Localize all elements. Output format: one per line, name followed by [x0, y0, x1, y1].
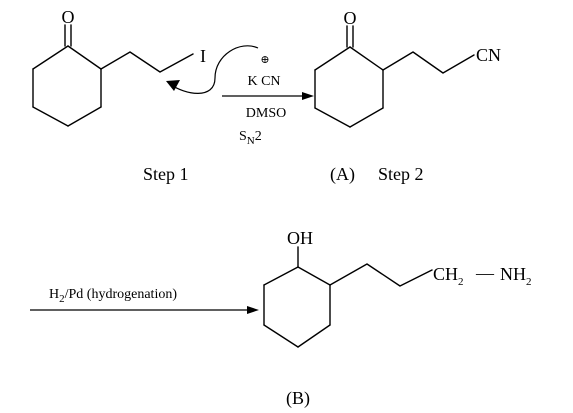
amine-bond: — [475, 263, 495, 283]
product-a-molecule: O CN [314, 8, 501, 128]
reactant-side-chain [100, 51, 194, 73]
reactant-iodine-label: I [200, 46, 206, 66]
reactant-ring [32, 45, 102, 127]
solvent-label: DMSO [246, 106, 286, 121]
product-a-ring [314, 46, 384, 128]
mechanism-label: SN2 [239, 129, 262, 147]
reagent-kcn: K CN [247, 74, 280, 89]
nh2-label: NH2 [500, 264, 532, 288]
positive-charge-icon: ⊕ [260, 54, 269, 66]
product-b-side-chain [329, 263, 433, 287]
step2-conditions: H2/Pd (hydrogenation) [30, 287, 259, 314]
step1-label: Step 1 [143, 164, 189, 184]
product-b-ring [263, 266, 331, 348]
step2-label: Step 2 [378, 164, 424, 184]
step1-arrow [222, 92, 314, 100]
product-a-label: (A) [330, 164, 355, 185]
step1-conditions: ⊕ K CN DMSO SN2 [222, 54, 314, 147]
product-a-side-chain [382, 51, 475, 74]
product-b-label: (B) [286, 388, 310, 409]
reactant-oxygen-label: O [62, 7, 75, 27]
reactant-molecule: O I [32, 7, 206, 127]
hydroxyl-label: OH [287, 228, 313, 248]
step2-arrow [30, 306, 259, 314]
product-b-molecule: OH CH2 — NH2 [263, 228, 532, 348]
nitrile-label: CN [476, 45, 501, 65]
curved-attack-arrow [166, 45, 259, 94]
product-a-carbonyl-bond [346, 25, 354, 48]
hydrogenation-label: H2/Pd (hydrogenation) [49, 287, 177, 305]
ch2-label: CH2 [433, 264, 464, 288]
reactant-carbonyl-bond [64, 24, 72, 47]
product-a-oxygen-label: O [344, 8, 357, 28]
